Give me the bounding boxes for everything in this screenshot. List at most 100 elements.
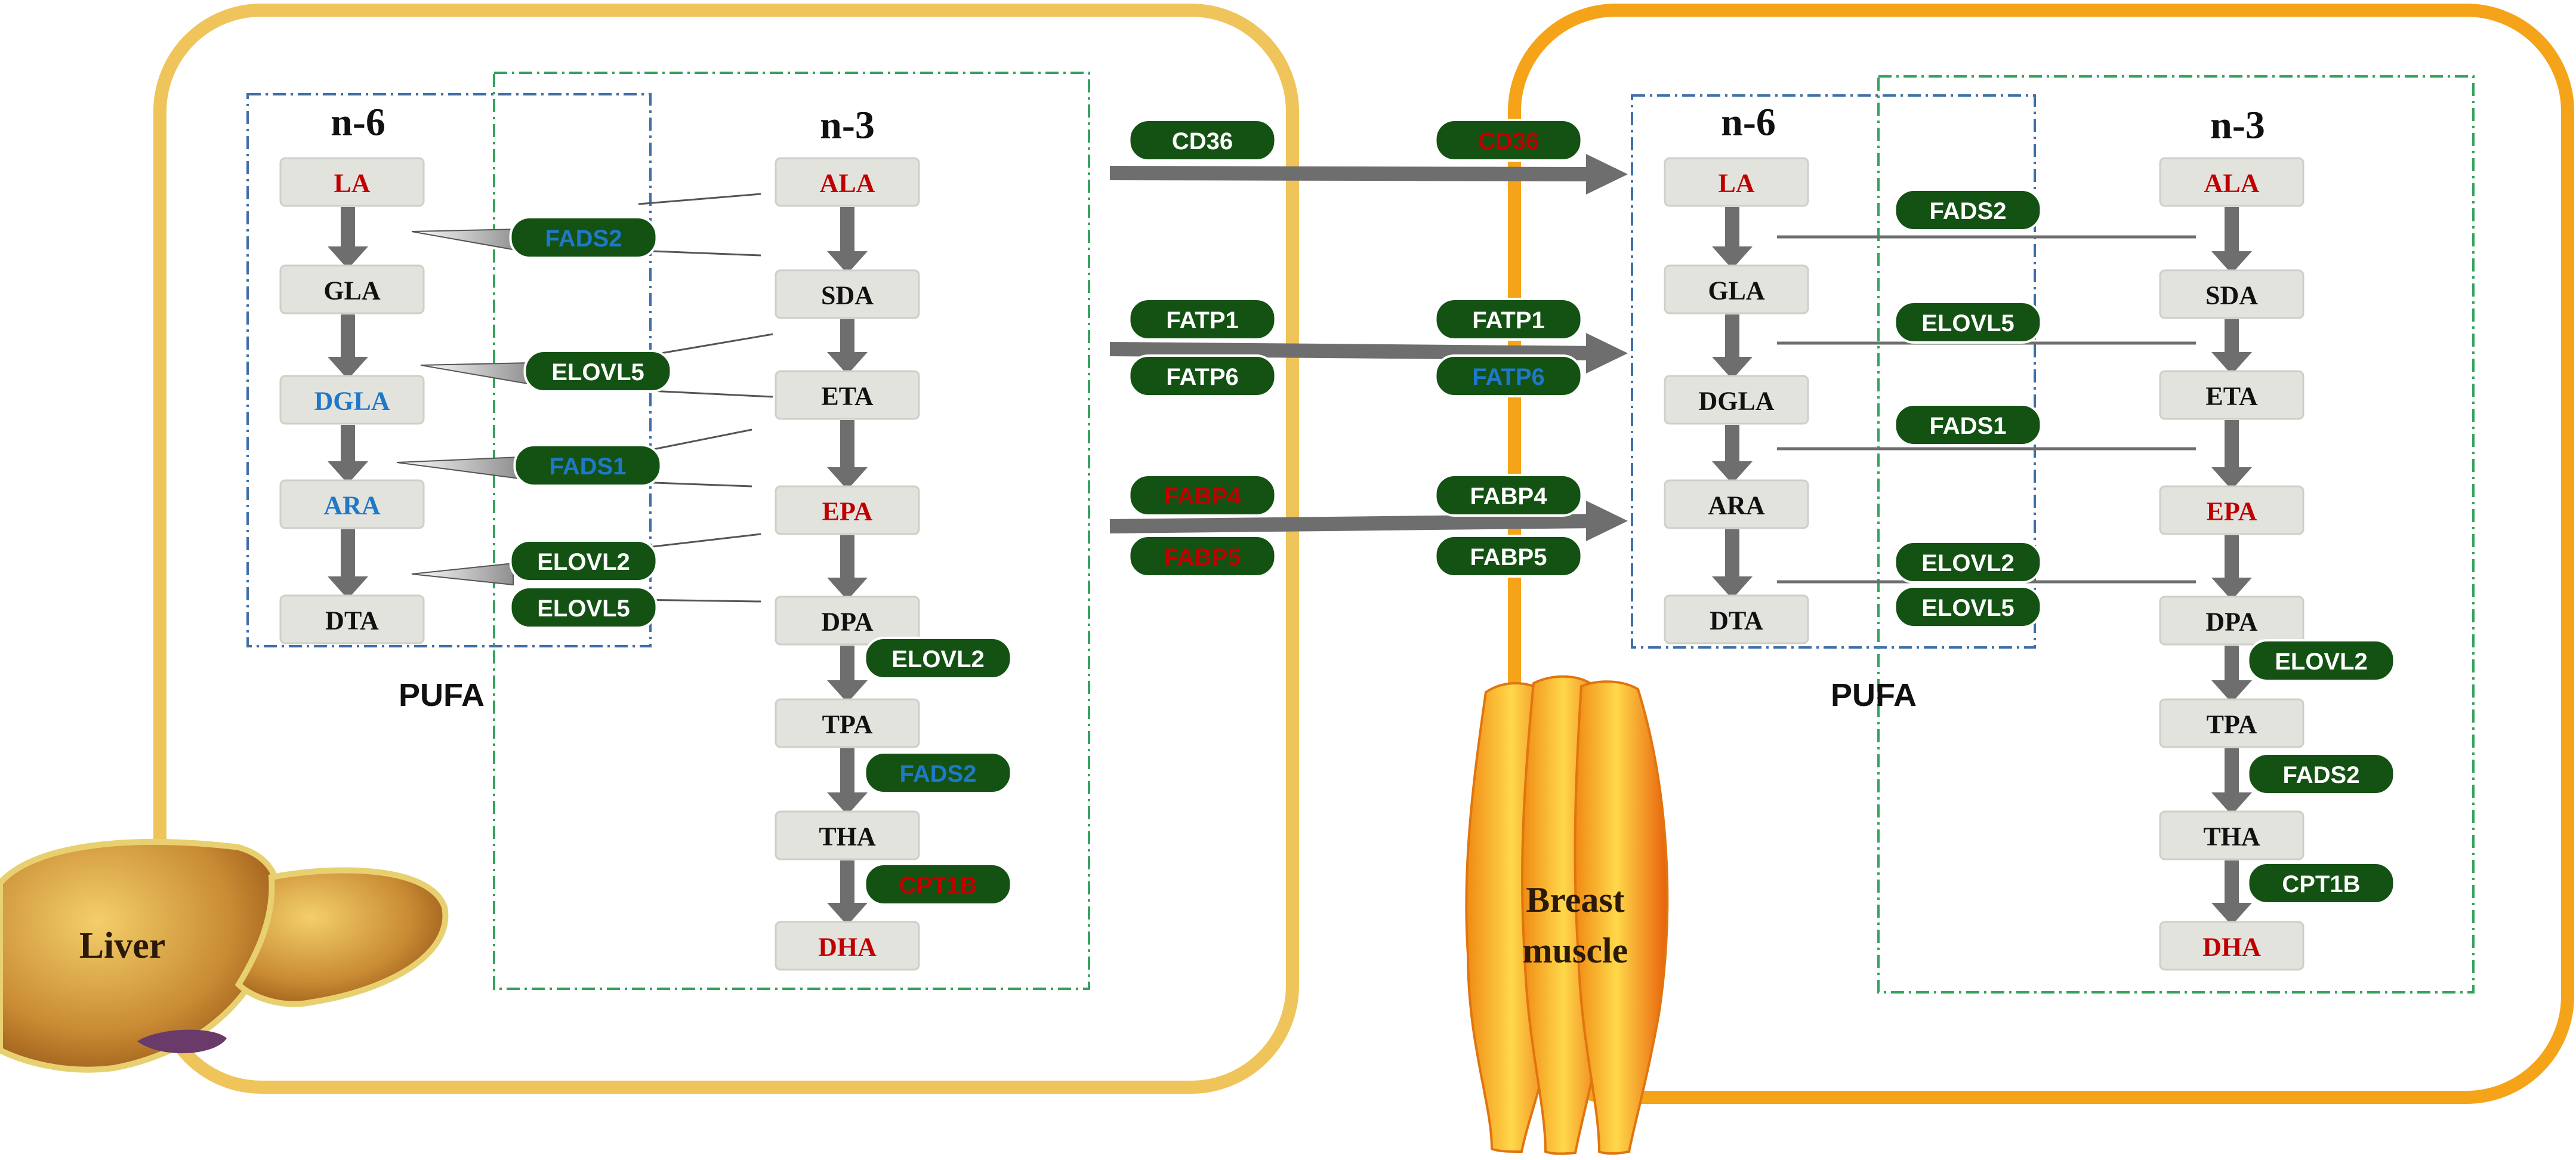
muscle-n6-arrow-1-head: [1712, 357, 1753, 380]
muscle-n3-header: n-3: [2210, 104, 2265, 147]
liver-tail-enzyme-0: ELOVL2: [863, 637, 1013, 680]
muscle-transporter-fatp1: FATP1: [1434, 298, 1583, 341]
muscle-n6-header: n-6: [1721, 101, 1776, 144]
liver-enzyme-link-b-2: [638, 481, 752, 488]
muscle-n3-arrow-2-head: [2211, 467, 2252, 490]
liver-n3-arrow-1-head: [827, 352, 868, 375]
liver-enzyme-2-label: FADS1: [550, 453, 627, 480]
transport-arrow-fatp-head: [1586, 333, 1628, 374]
liver-pufa-label: PUFA: [399, 677, 485, 713]
liver-enzyme-link-b-1: [650, 390, 773, 398]
muscle-tail-enzyme-0-label: ELOVL2: [2275, 649, 2368, 675]
muscle-n3-eta-label: ETA: [2205, 382, 2257, 411]
liver-n3-dha-label: DHA: [818, 933, 877, 962]
liver-enzyme-wedge-1: [420, 362, 532, 385]
muscle-n3-dpa-label: DPA: [2205, 607, 2257, 637]
transport-arrow-fabp: [1109, 514, 1600, 533]
liver-n3-header: n-3: [820, 104, 875, 147]
liver-enzyme-wedge-2: [396, 456, 520, 480]
breast-muscle-icon: [1465, 675, 1669, 1155]
liver-n6-dgla: DGLA: [279, 375, 425, 425]
liver-n6-dta-label: DTA: [325, 606, 379, 635]
muscle-n3-tpa-label: TPA: [2207, 710, 2257, 739]
liver-transporter-fabp5-label: FABP5: [1164, 544, 1241, 570]
liver-tail-enzyme-1: FADS2: [863, 751, 1013, 794]
muscle-tail-enzyme-1-label: FADS2: [2283, 762, 2360, 788]
liver-enzyme-0-label: FADS2: [545, 226, 622, 252]
muscle-transporter-fabp5: FABP5: [1434, 535, 1583, 578]
liver-n6-arrow-1-head: [328, 357, 368, 380]
muscle-n3-tha-label: THA: [2203, 822, 2260, 852]
liver-transporter-fatp6: FATP6: [1128, 354, 1277, 397]
transport-arrow-fabp-head: [1586, 501, 1628, 541]
liver-enzyme-link-a-2: [638, 428, 752, 453]
muscle-enzyme-0: FADS2: [1893, 189, 2043, 232]
liver-n6-dgla-label: DGLA: [314, 387, 390, 416]
liver-enzyme-link-a-3: [632, 533, 761, 550]
muscle-n6-ara: ARA: [1664, 479, 1809, 529]
liver-n3-tha: THA: [775, 810, 920, 860]
liver-enzyme-link-a-1: [650, 333, 773, 356]
muscle-tail-enzyme-1: FADS2: [2247, 752, 2396, 795]
muscle-n3-dha-label: DHA: [2202, 933, 2261, 962]
muscle-n3-dha: DHA: [2159, 921, 2304, 971]
muscle-transporter-fabp4: FABP4: [1434, 474, 1583, 517]
muscle-n3-sda: SDA: [2159, 269, 2304, 319]
transport-arrow-cd36-head: [1586, 154, 1628, 195]
muscle-n3-arrow-1-head: [2211, 352, 2252, 375]
liver-n3-tpa: TPA: [775, 698, 920, 748]
liver-compartment-border: [153, 4, 1299, 1094]
liver-enzyme-4: ELOVL5: [509, 586, 658, 629]
muscle-transporter-fatp1-label: FATP1: [1472, 307, 1545, 334]
liver-n6-arrow-3-head: [328, 576, 368, 599]
muscle-enzyme-0-label: FADS2: [1930, 198, 2007, 224]
liver-enzyme-link-b-0: [638, 249, 761, 257]
muscle-n6-arrow-2-head: [1712, 461, 1753, 484]
muscle-tail-enzyme-2-label: CPT1B: [2282, 871, 2360, 897]
liver-n3-arrow-3-head: [827, 578, 868, 600]
muscle-n3-epa-label: EPA: [2207, 497, 2257, 526]
muscle-n6-la: LA: [1664, 157, 1809, 207]
muscle-enzyme-3: ELOVL2: [1893, 541, 2043, 584]
liver-transporter-fatp1-label: FATP1: [1166, 307, 1239, 334]
liver-n3-eta-label: ETA: [821, 382, 873, 411]
muscle-n6-pathway-box: [1631, 94, 2036, 649]
liver-transporter-cd36-label: CD36: [1172, 128, 1233, 155]
liver-enzyme-wedge-3: [411, 562, 514, 586]
muscle-n6-ara-label: ARA: [1708, 491, 1765, 520]
liver-n3-eta: ETA: [775, 370, 920, 420]
muscle-n3-dpa: DPA: [2159, 596, 2304, 646]
liver-n3-pathway-box: [493, 72, 1090, 990]
liver-transporter-fabp4-label: FABP4: [1164, 483, 1242, 510]
liver-n6-dta: DTA: [279, 594, 425, 644]
muscle-transporter-fabp4-label: FABP4: [1470, 483, 1548, 510]
liver-n6-gla: GLA: [279, 264, 425, 314]
liver-transporter-cd36: CD36: [1128, 119, 1277, 162]
liver-transporter-fatp1: FATP1: [1128, 298, 1277, 341]
muscle-n3-ala-label: ALA: [2204, 169, 2260, 198]
muscle-n3-arrow-0-head: [2211, 251, 2252, 274]
muscle-enzyme-4-label: ELOVL5: [1921, 595, 2014, 621]
liver-n3-dpa: DPA: [775, 596, 920, 646]
muscle-n6-dta-label: DTA: [1710, 606, 1763, 635]
muscle-n6-la-label: LA: [1718, 169, 1754, 198]
muscle-n3-arrow-5-head: [2211, 792, 2252, 815]
liver-icon: [0, 838, 449, 1073]
muscle-n3-arrow-4-head: [2211, 680, 2252, 703]
liver-n3-epa-label: EPA: [822, 497, 873, 526]
liver-n3-ala-label: ALA: [820, 169, 875, 198]
liver-n6-la-label: LA: [334, 169, 370, 198]
muscle-n3-eta: ETA: [2159, 370, 2304, 420]
liver-enzyme-3-label: ELOVL2: [537, 549, 630, 575]
liver-enzyme-3: ELOVL2: [509, 539, 658, 582]
transport-arrow-cd36: [1109, 166, 1600, 181]
liver-transporter-fabp4: FABP4: [1128, 474, 1277, 517]
muscle-transporter-cd36: CD36: [1434, 119, 1583, 162]
liver-n3-arrow-2-head: [827, 467, 868, 490]
liver-n3-ala: ALA: [775, 157, 920, 207]
muscle-label-line1: Breast: [1526, 880, 1625, 920]
liver-enzyme-0: FADS2: [509, 216, 658, 259]
muscle-tail-enzyme-2: CPT1B: [2247, 862, 2396, 905]
muscle-transporter-fabp5-label: FABP5: [1470, 544, 1547, 570]
